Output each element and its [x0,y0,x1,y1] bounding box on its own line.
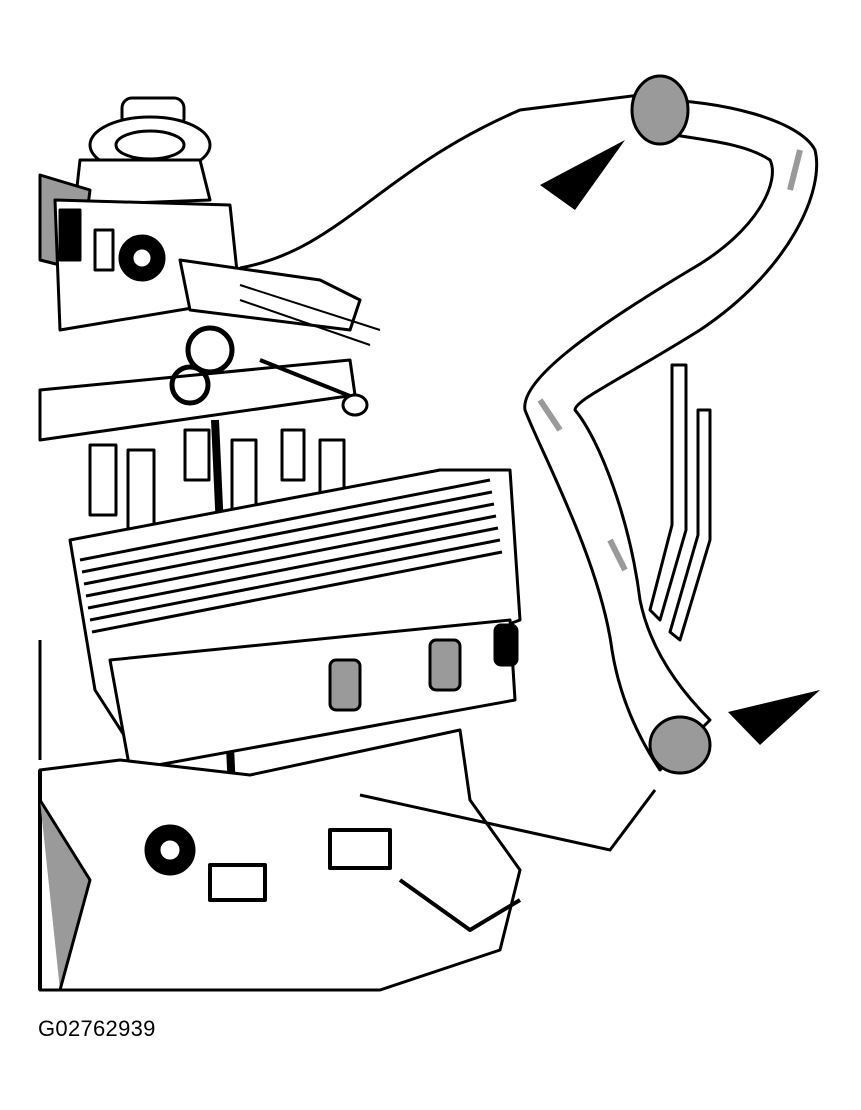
fuel-rail [38,325,369,442]
valve-cover [68,468,522,772]
injectors [88,428,346,532]
engine-diagram [38,74,820,992]
intake-upper [53,198,381,346]
exhaust-manifold [38,640,522,992]
engine-assembly [38,96,522,992]
heater-hose-icon [523,74,819,775]
figure-id-label: G02762939 [38,1016,156,1041]
callout-arrow-icon [728,690,820,745]
callout-arrow-icon [540,140,625,210]
callout-outline [239,93,657,852]
